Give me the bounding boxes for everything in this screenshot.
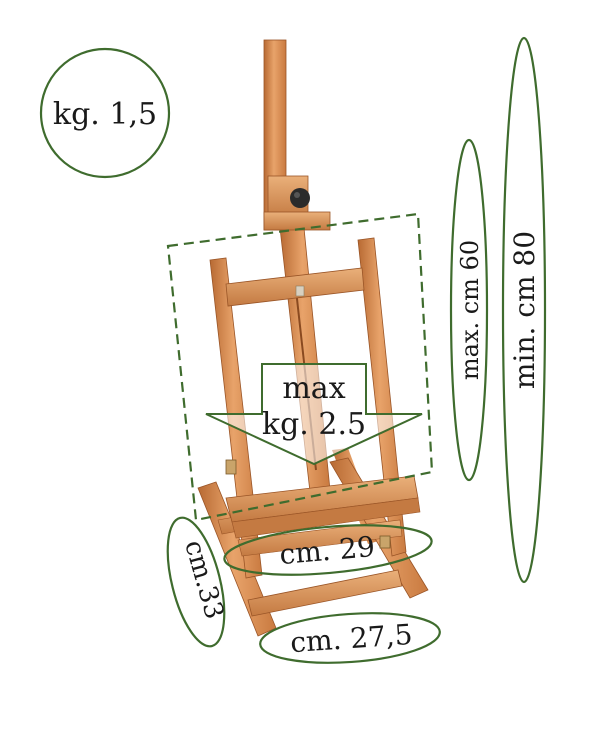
width-front-ellipse: [223, 524, 433, 576]
weight-circle: [39, 47, 171, 179]
depth-ellipse: [166, 516, 226, 648]
min-height-ellipse: [501, 36, 547, 584]
easel-front-right-leg: [357, 237, 407, 557]
canvas-area-dashed-frame: [166, 212, 434, 522]
easel-base-front-crossbar: [247, 569, 403, 617]
min-height-label: min. cm 80: [508, 231, 541, 389]
hinge-icon: [379, 535, 391, 549]
max-height-ellipse: [449, 138, 489, 482]
width-base-ellipse: [259, 612, 441, 664]
easel-tray-lip: [231, 497, 421, 539]
width-base-label: cm. 27,5: [289, 618, 413, 659]
knob-icon: [290, 188, 310, 208]
max-load-arrow: [205, 363, 423, 466]
width-front-label: cm. 29: [278, 530, 376, 571]
max-load-label-line1: max: [282, 371, 345, 406]
hinge-icon: [225, 459, 237, 475]
max-load-label-line2: kg. 2.5: [262, 407, 366, 442]
weight-label: kg. 1,5: [53, 97, 157, 132]
screw-icon: [295, 285, 305, 297]
easel-upper-crossbar: [225, 267, 365, 307]
max-height-label: max. cm 60: [456, 240, 484, 380]
depth-label: cm.33: [178, 537, 229, 623]
